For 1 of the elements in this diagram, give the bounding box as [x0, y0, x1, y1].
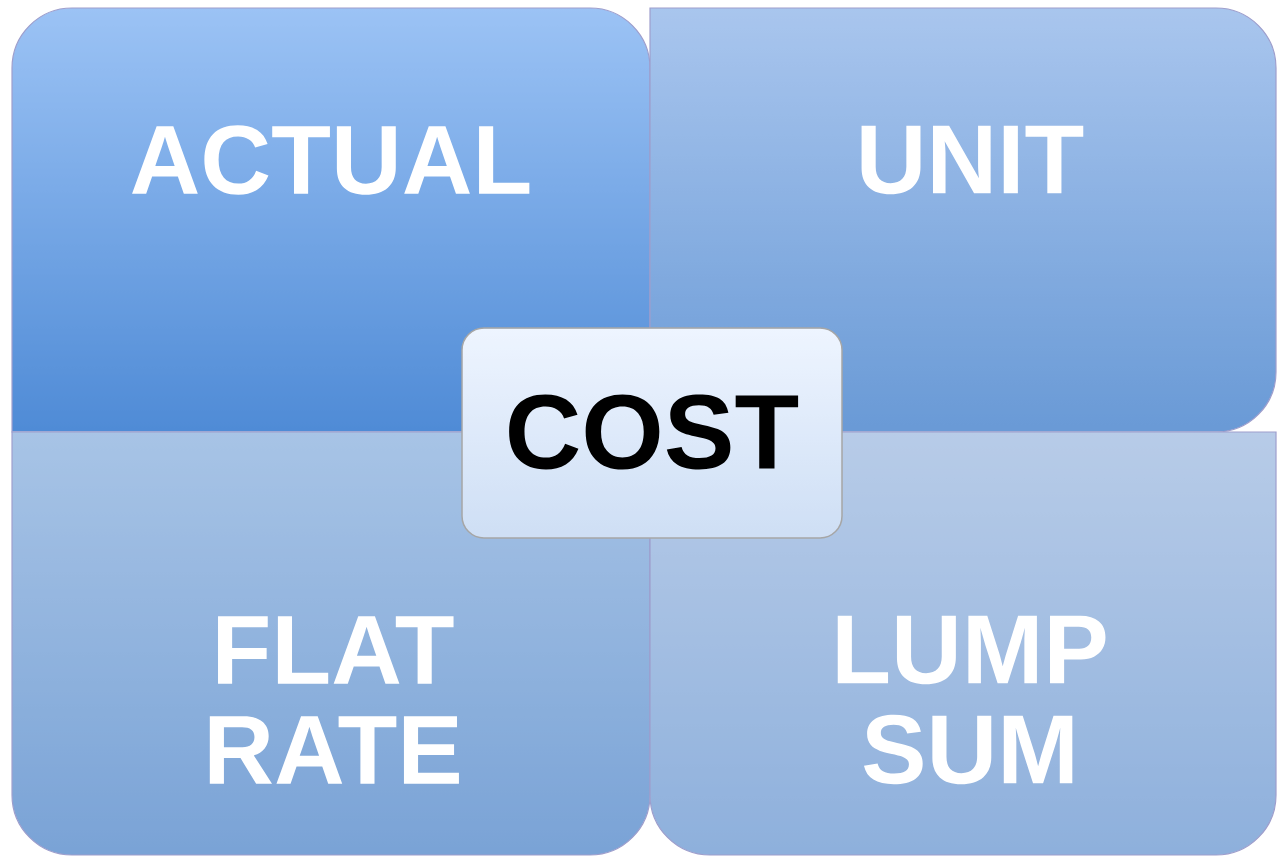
center-box: COST — [461, 327, 843, 539]
